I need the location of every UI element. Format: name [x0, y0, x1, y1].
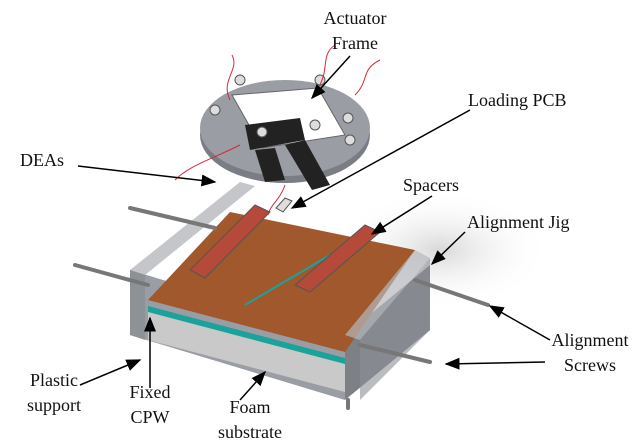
jig-wall: [130, 182, 255, 275]
label-line: Plastic: [30, 370, 78, 390]
cpw-trace: [244, 254, 331, 306]
dea-electrode: [245, 118, 305, 150]
label-line: Frame: [332, 33, 378, 53]
label-line: Screws: [564, 355, 616, 375]
alignment-screws: [73, 206, 490, 410]
label-plastic-support: Plastic support: [14, 368, 94, 418]
jig-wall: [130, 270, 145, 340]
loading-pcb: [275, 197, 293, 213]
foam-substrate: [148, 310, 345, 392]
jig-wall: [345, 250, 430, 340]
dea-electrode: [255, 148, 285, 182]
actuator-frame: [174, 44, 381, 216]
fixed-cpw: [148, 306, 345, 364]
label-line: Alignment: [551, 330, 629, 350]
spacer: [189, 204, 271, 279]
dea-electrode: [285, 140, 330, 190]
label-foam-substrate: Foam substrate: [210, 395, 290, 445]
label-spacers: Spacers: [403, 175, 459, 195]
label-loading-pcb: Loading PCB: [468, 90, 567, 110]
label-alignment-screws: Alignment Screws: [545, 328, 635, 378]
alignment-jig-assembly: [73, 182, 490, 410]
label-actuator-frame: Actuator Frame: [310, 6, 400, 56]
label-line: Foam: [229, 397, 271, 417]
label-line: Actuator: [323, 8, 387, 28]
label-line: CPW: [130, 407, 170, 427]
jig-wall: [360, 258, 430, 400]
frame-bolts: [209, 74, 356, 146]
label-deas: DEAs: [20, 150, 64, 170]
label-alignment-jig: Alignment Jig: [467, 212, 570, 232]
label-line: support: [27, 395, 81, 415]
label-line: substrate: [218, 422, 282, 442]
label-fixed-cpw: Fixed CPW: [115, 380, 185, 430]
label-line: Fixed: [129, 382, 171, 402]
callout-arrows: [77, 55, 551, 401]
